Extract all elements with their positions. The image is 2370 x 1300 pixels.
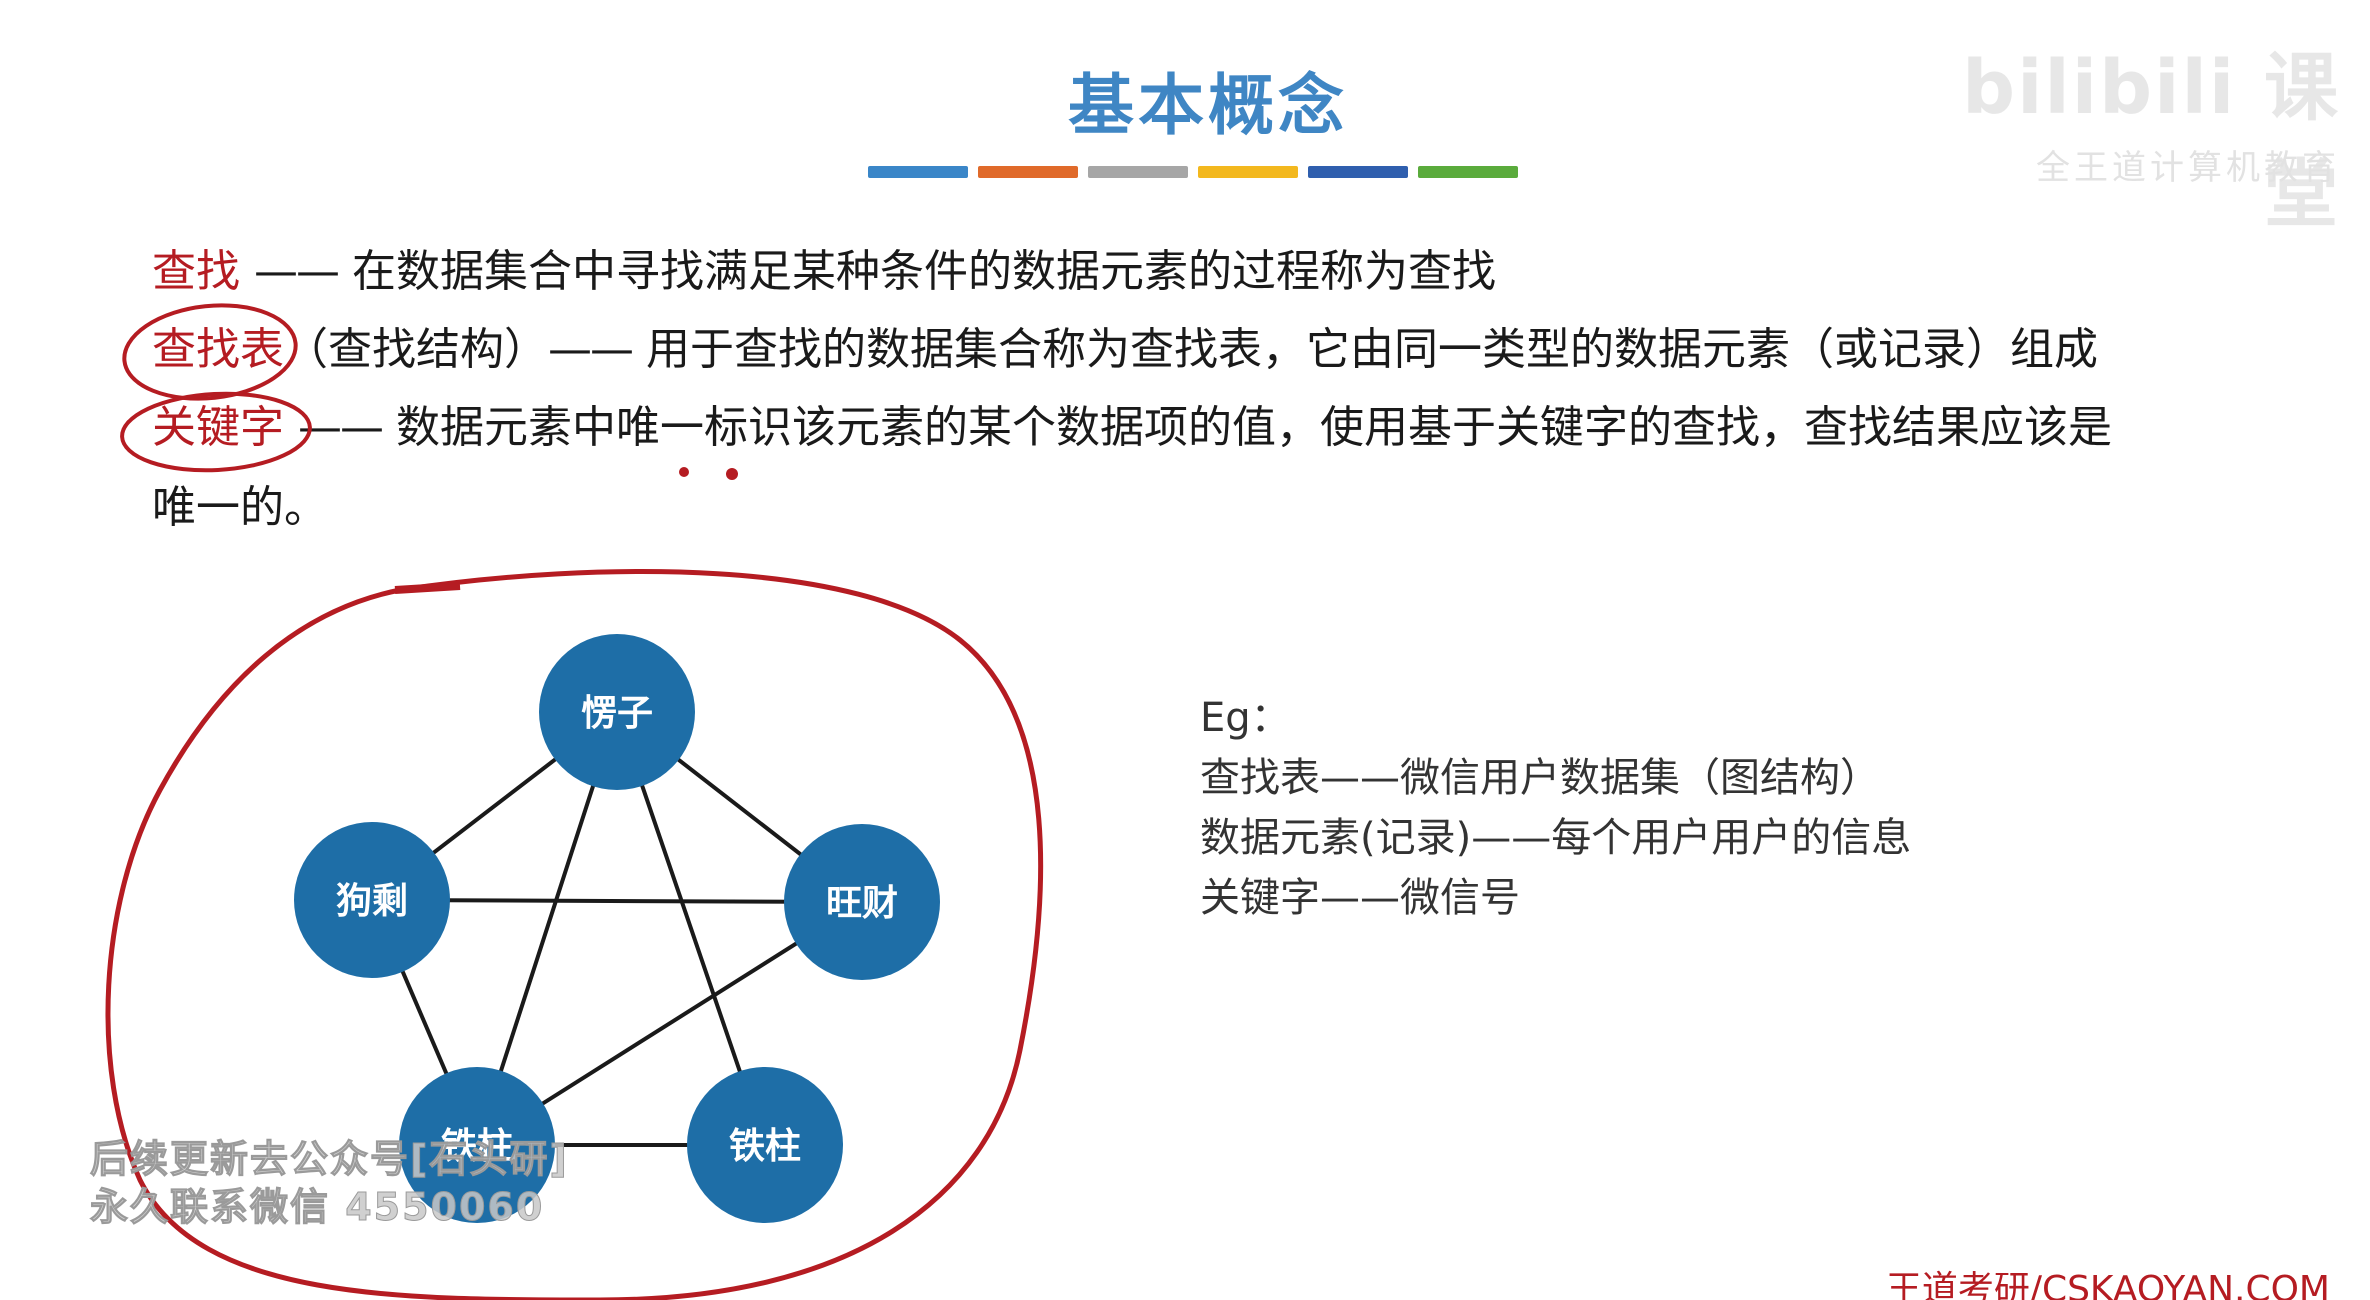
graph-node: 旺财 — [784, 824, 940, 980]
graph-node: 铁柱 — [399, 1067, 555, 1223]
example-line: 查找表——微信用户数据集（图结构） — [1200, 755, 1880, 801]
node-label: 狗剩 — [336, 881, 408, 922]
definition-text: 用于查找的数据集合称为查找表，它由同一类型的数据元素（或记录）组成 — [646, 324, 2098, 375]
graph-node: 愣子 — [539, 634, 695, 790]
term-search-table: 查找表 — [152, 324, 284, 375]
node-label: 愣子 — [581, 693, 653, 734]
definition-prefix: （查找结构） — [284, 324, 548, 375]
footer-brand: 王道考研/CSKAOYAN.COM — [1885, 1269, 2330, 1300]
definition-text: 数据元素中唯一标识该元素的某个数据项的值，使用基于关键字的查找，查找结果应该是 — [396, 402, 2112, 453]
edge — [371, 898, 863, 904]
color-bar — [978, 166, 1078, 178]
ink-big-circle — [105, 569, 1044, 1300]
graph-node: 狗剩 — [294, 822, 450, 978]
definition-search: 查找 —— 在数据集合中寻找满足某种条件的数据元素的过程称为查找 — [152, 246, 1496, 299]
watermark-subtitle: 全王道计算机教育 — [2036, 148, 2340, 188]
node-circle — [687, 1067, 843, 1223]
node-label: 铁柱 — [441, 1126, 513, 1167]
ink-dot — [679, 467, 689, 477]
title-underline-bars — [868, 166, 1518, 178]
color-bar — [1418, 166, 1518, 178]
node-circle — [784, 824, 940, 980]
color-bar — [1198, 166, 1298, 178]
example-heading: Eg： — [1200, 695, 1291, 741]
ink-circle-search-table — [122, 303, 298, 401]
color-bar — [1308, 166, 1408, 178]
definition-search-table: 查找表（查找结构）—— 用于查找的数据集合称为查找表，它由同一类型的数据元素（或… — [152, 324, 2098, 377]
node-circle — [539, 634, 695, 790]
node-circle — [294, 822, 450, 978]
example-line: 数据元素(记录)——每个用户用户的信息 — [1200, 815, 1912, 861]
color-bar — [868, 166, 968, 178]
dash: —— — [298, 402, 384, 453]
dash: —— — [254, 246, 340, 297]
node-label: 旺财 — [826, 883, 898, 924]
definition-text: 在数据集合中寻找满足某种条件的数据元素的过程称为查找 — [352, 246, 1496, 297]
overlay-watermark-line2: 永久联系微信 4550060 — [89, 1185, 545, 1230]
color-bar — [1088, 166, 1188, 178]
bilibili-logo-watermark: bilibili 课堂 — [1962, 45, 2340, 238]
graph-node: 铁柱 — [687, 1067, 843, 1223]
example-line: 关键字——微信号 — [1200, 875, 1520, 921]
page-title: 基本概念 — [1068, 67, 1348, 144]
term-search: 查找 — [152, 246, 240, 297]
overlay-watermark-line1: 后续更新去公众号[石头研] — [90, 1137, 569, 1182]
node-label: 铁柱 — [729, 1126, 801, 1167]
definition-key: 关键字 —— 数据元素中唯一标识该元素的某个数据项的值，使用基于关键字的查找，查… — [152, 402, 2112, 455]
ink-circle-key — [120, 391, 312, 473]
dash: —— — [548, 324, 634, 375]
term-key: 关键字 — [152, 402, 284, 453]
node-circle — [399, 1067, 555, 1223]
ink-dot — [726, 468, 738, 480]
ink-stroke — [394, 582, 461, 594]
example-block: Eg： 查找表——微信用户数据集（图结构） 数据元素(记录)——每个用户用户的信… — [1200, 688, 1911, 928]
definition-key-continuation: 唯一的。 — [152, 482, 328, 533]
